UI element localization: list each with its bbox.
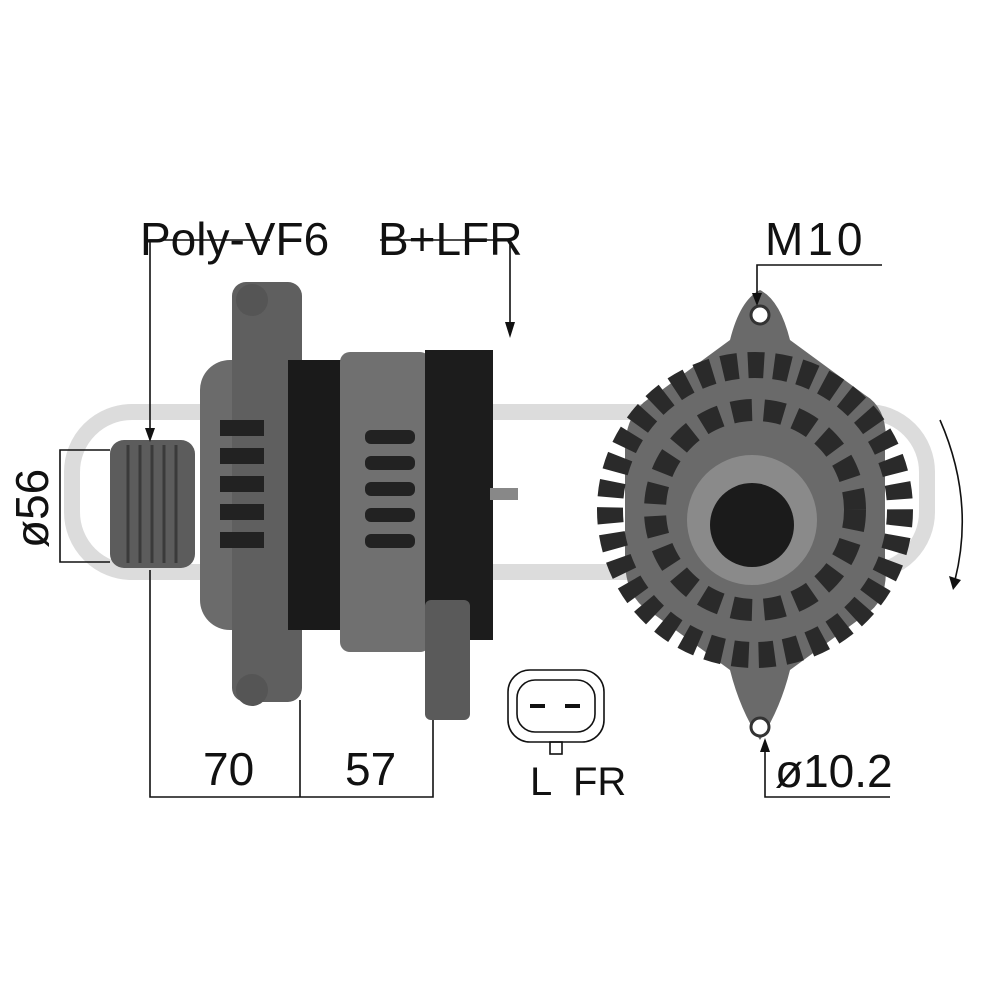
pin-l-label: L	[530, 760, 552, 804]
mount-hole-bottom	[749, 716, 771, 738]
dimension-rear-label: 57	[345, 743, 396, 795]
rotation-arrowhead	[949, 576, 961, 590]
dimension-front-label: 70	[203, 743, 254, 795]
pin-fr-label: FR	[573, 760, 626, 804]
dimension-lines	[59, 239, 890, 798]
connector-type-label: B+LFR	[378, 213, 522, 265]
watermark-frame	[64, 404, 935, 580]
thread-label: M10	[765, 213, 866, 265]
alternator-side-view	[110, 282, 518, 720]
mount-hole-top	[749, 304, 771, 326]
pulley-diameter-label: ø56	[6, 469, 58, 548]
hole-diameter-label: ø10.2	[775, 745, 893, 797]
rotation-arrow	[939, 419, 964, 581]
connector-diagram	[507, 669, 605, 755]
alternator-front-view	[597, 290, 913, 740]
belt-type-label: Poly-VF6	[140, 213, 329, 265]
